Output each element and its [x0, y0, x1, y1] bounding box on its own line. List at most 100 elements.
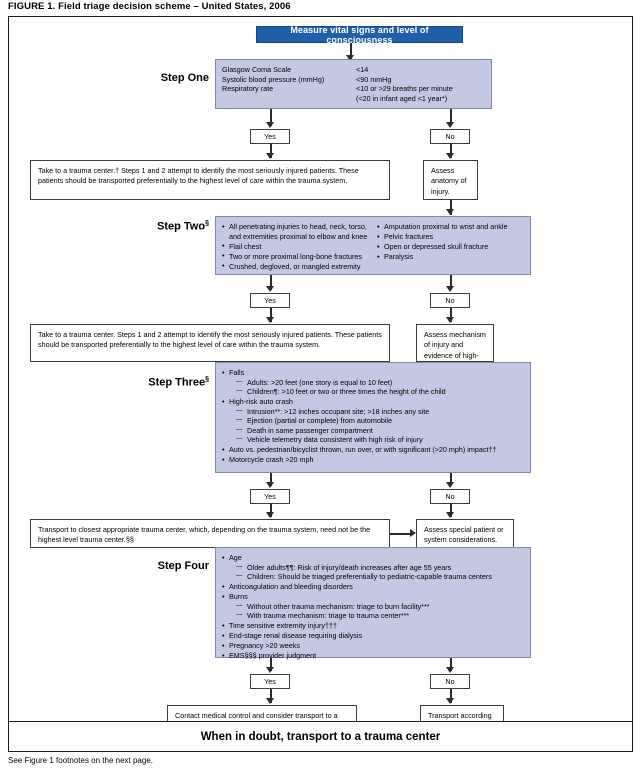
criteria-bullet: End-stage renal disease requiring dialys… [222, 631, 524, 641]
arrow-step-four-no-to-outcome [446, 698, 454, 704]
criteria-subbullet: Without other trauma mechanism: triage t… [236, 602, 524, 612]
step-two-yes-label: Yes [264, 296, 276, 305]
criteria-bullet: High-risk auto crash Intrusion**: >12 in… [222, 397, 524, 445]
criteria-bullet: Motorcycle crash >20 mph [222, 455, 524, 465]
step-two-no-box[interactable]: No [430, 293, 470, 308]
criteria-bullet: EMS§§§ provider judgment [222, 651, 524, 661]
step-one-yes-outcome-box: Take to a trauma center.† Steps 1 and 2 … [30, 160, 390, 200]
step-three-no-label: No [445, 492, 455, 501]
arrow-step-three-yes [266, 482, 274, 488]
step-two-no-outcome-box: Assess mechanism of injury and evidence … [416, 324, 494, 370]
bottom-banner-label: When in doubt, transport to a trauma cen… [200, 730, 441, 743]
arrow-step-four-yes [266, 667, 274, 673]
step-one-no-outcome-text: Assess anatomy of injury. [431, 166, 467, 196]
arrow-step-three-no-to-outcome [446, 512, 454, 518]
step-one-yes-label: Yes [264, 132, 276, 141]
connector-step-three-no-down [450, 473, 452, 486]
step-three-label: Step Three§ [148, 376, 209, 389]
arrow-banner-to-step-one [346, 55, 354, 61]
connector-step-one-yes-to-outcome [270, 144, 272, 158]
figure-title: FIGURE 1. Field triage decision scheme –… [8, 1, 291, 12]
connector-step-four-yes-down [270, 658, 272, 671]
step-three-label-footnote: § [205, 376, 209, 383]
criteria-bullet: Open or depressed skull fracture [377, 242, 524, 252]
step-three-no-box[interactable]: No [430, 489, 470, 504]
criteria-subbullet: Death in same passenger compartment [236, 426, 524, 436]
step-one-yes-outcome-text: Take to a trauma center.† Steps 1 and 2 … [38, 166, 359, 186]
connector-step-three-yes-to-special-considerations [390, 533, 413, 535]
step-two-yes-box[interactable]: Yes [250, 293, 290, 308]
footnote-reference: See Figure 1 footnotes on the next page. [8, 756, 153, 765]
criteria-bullet: All penetrating injuries to head, neck, … [222, 222, 373, 241]
criteria-bullet: Amputation proximal to wrist and ankle [377, 222, 524, 232]
connector-step-three-yes-to-outcome [270, 504, 272, 517]
figure-frame: Measure vital signs and level of conscio… [8, 16, 633, 752]
step-three-no-outcome-box: Assess special patient or system conside… [416, 519, 514, 548]
step-four-yes-box[interactable]: Yes [250, 674, 290, 689]
step-four-criteria-panel: Age Older adults¶¶: Risk of injury/death… [215, 547, 531, 661]
connector-step-four-no-to-outcome [450, 689, 452, 703]
criteria-bullet: Auto vs. pedestrian/bicyclist thrown, ru… [222, 445, 524, 455]
criteria-bullet: Crushed, degloved, or mangled extremity [222, 261, 373, 272]
connector-step-four-yes-to-outcome [270, 689, 272, 703]
step-four-no-label: No [445, 677, 455, 686]
step-one-label: Step One [160, 72, 209, 84]
criteria-subbullet: With trauma mechanism: triage to trauma … [236, 611, 524, 621]
step-one-no-box[interactable]: No [430, 129, 470, 144]
criteria-bullet: Anticoagulation and bleeding disorders [222, 582, 524, 592]
arrow-step-three-yes-to-special-considerations [410, 529, 416, 537]
criteria-row: Glasgow Coma Scale <14 [222, 65, 369, 74]
criteria-subbullet: Ejection (partial or complete) from auto… [236, 416, 524, 426]
step-two-label: Step Two§ [157, 220, 209, 233]
step-three-yes-outcome-box: Transport to closest appropriate trauma … [30, 519, 390, 548]
step-four-no-box[interactable]: No [430, 674, 470, 689]
step-three-yes-label: Yes [264, 492, 276, 501]
bottom-banner: When in doubt, transport to a trauma cen… [9, 721, 632, 751]
arrow-step-four-yes-to-outcome [266, 698, 274, 704]
step-two-yes-outcome-box: Take to a trauma center. Steps 1 and 2 a… [30, 324, 390, 362]
arrow-step-one-yes-to-outcome [266, 153, 274, 159]
connector-step-one-no-to-outcome [450, 144, 452, 158]
step-two-yes-outcome-text: Take to a trauma center. Steps 1 and 2 a… [38, 330, 382, 350]
step-one-yes-box[interactable]: Yes [250, 129, 290, 144]
criteria-bullet: Pelvic fractures [377, 232, 524, 242]
criteria-bullet: Age Older adults¶¶: Risk of injury/death… [222, 553, 524, 582]
criteria-row: Respiratory rate <10 or >29 breaths per … [222, 84, 453, 93]
criteria-subbullet: Intrusion**: >12 inches occupant site; >… [236, 407, 524, 417]
step-one-no-label: No [445, 132, 455, 141]
step-three-yes-box[interactable]: Yes [250, 489, 290, 504]
criteria-subbullet: Vehicle telemetry data consistent with h… [236, 435, 524, 445]
criteria-subbullet: Children¶: >10 feet or two or three time… [236, 387, 524, 397]
connector-step-two-yes-down [270, 275, 272, 290]
arrow-step-two-yes [266, 286, 274, 292]
connector-step-three-yes-down [270, 473, 272, 486]
arrow-step-one-no [446, 122, 454, 128]
step-two-criteria-panel: All penetrating injuries to head, neck, … [215, 216, 531, 275]
banner-measure-vitals: Measure vital signs and level of conscio… [256, 24, 463, 45]
criteria-bullet: Falls Adults: >20 feet (one story is equ… [222, 368, 524, 397]
criteria-subbullet: Children: Should be triaged preferential… [236, 572, 524, 582]
step-two-left-column: All penetrating injuries to head, neck, … [222, 222, 373, 272]
arrow-step-two-yes-to-outcome [266, 317, 274, 323]
arrow-step-one-no-to-outcome [446, 153, 454, 159]
criteria-subbullet: Older adults¶¶: Risk of injury/death inc… [236, 563, 524, 573]
connector-step-two-no-to-outcome [450, 308, 452, 322]
criteria-bullet: Paralysis [377, 252, 524, 262]
step-two-label-footnote: § [205, 220, 209, 227]
connector-step-one-no-down [450, 109, 452, 126]
connector-step-four-no-down [450, 658, 452, 671]
step-one-criteria-panel: Glasgow Coma Scale <14 Systolic blood pr… [215, 59, 492, 109]
criteria-row: Systolic blood pressure (mmHg) <90 mmHg [222, 74, 392, 84]
criteria-bullet: Burns Without other trauma mechanism: tr… [222, 592, 524, 621]
step-four-label: Step Four [157, 560, 209, 572]
arrow-step-two-no [446, 286, 454, 292]
connector-step-three-no-to-outcome [450, 504, 452, 517]
criteria-bullet: Flail chest [222, 241, 373, 252]
arrow-step-one-yes [266, 122, 274, 128]
criteria-subbullet: Adults: >20 feet (one story is equal to … [236, 378, 524, 388]
arrow-step-three-yes-to-outcome [266, 512, 274, 518]
arrow-step-two-no-to-outcome [446, 317, 454, 323]
arrow-step-four-no [446, 667, 454, 673]
banner-label: Measure vital signs and level of conscio… [290, 24, 429, 45]
connector-step-one-no-outcome-to-step-two [450, 200, 452, 215]
